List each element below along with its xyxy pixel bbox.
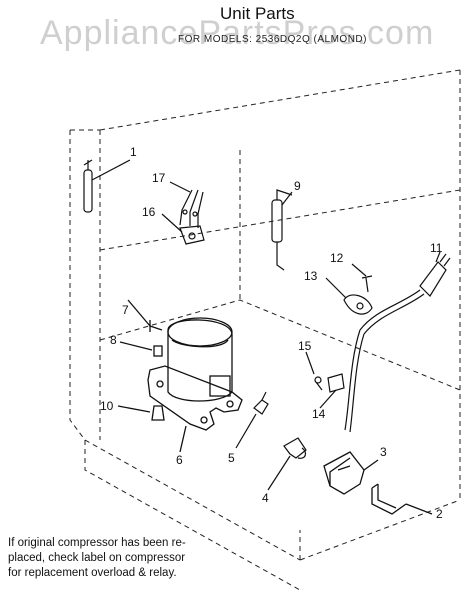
- callout-labels: 1 2 3 4 5 6 7 8 9 10 11 12 13 14 15 16 1…: [100, 145, 443, 521]
- callout-9: 9: [294, 179, 301, 193]
- callout-1: 1: [130, 145, 137, 159]
- note-line-1: If original compressor has been re-: [8, 537, 186, 549]
- callout-14: 14: [312, 407, 326, 421]
- note-line-3: for replacement overload & relay.: [8, 567, 177, 579]
- part-14-15-clip: [305, 351, 345, 409]
- part-9-sensor: [271, 189, 293, 271]
- callout-8: 8: [110, 333, 117, 347]
- callout-15: 15: [298, 339, 312, 353]
- callout-16: 16: [142, 205, 156, 219]
- note-line-2: placed, check label on compressor: [8, 552, 186, 564]
- watermark: AppliancePartsPros.com: [40, 14, 435, 52]
- diagram-title: Unit Parts: [220, 4, 295, 23]
- callout-13: 13: [304, 269, 318, 283]
- callout-6: 6: [176, 453, 183, 467]
- callout-5: 5: [228, 451, 235, 465]
- callout-3: 3: [380, 445, 387, 459]
- callout-7: 7: [122, 303, 129, 317]
- replacement-note: If original compressor has been re- plac…: [8, 536, 238, 581]
- part-12-13-clamp: [325, 263, 373, 315]
- part-11-power-cord: [344, 251, 451, 433]
- part-16-17-connector: [161, 181, 205, 245]
- part-2-bracket: [371, 483, 433, 515]
- part-5-relay-pin: [235, 391, 269, 449]
- callout-2: 2: [436, 507, 443, 521]
- part-1-thermostat: [83, 159, 131, 213]
- part-6-compressor: [117, 299, 243, 453]
- callout-4: 4: [262, 491, 269, 505]
- part-4-overload: [267, 437, 307, 491]
- part-3-relay: [323, 451, 379, 495]
- callout-11: 11: [430, 241, 443, 255]
- callout-10: 10: [100, 399, 114, 413]
- cabinet-outline: [69, 69, 461, 591]
- callout-17: 17: [152, 171, 166, 185]
- callout-12: 12: [330, 251, 344, 265]
- diagram-subtitle: FOR MODELS: 2536DQ2Q (ALMOND): [178, 34, 367, 45]
